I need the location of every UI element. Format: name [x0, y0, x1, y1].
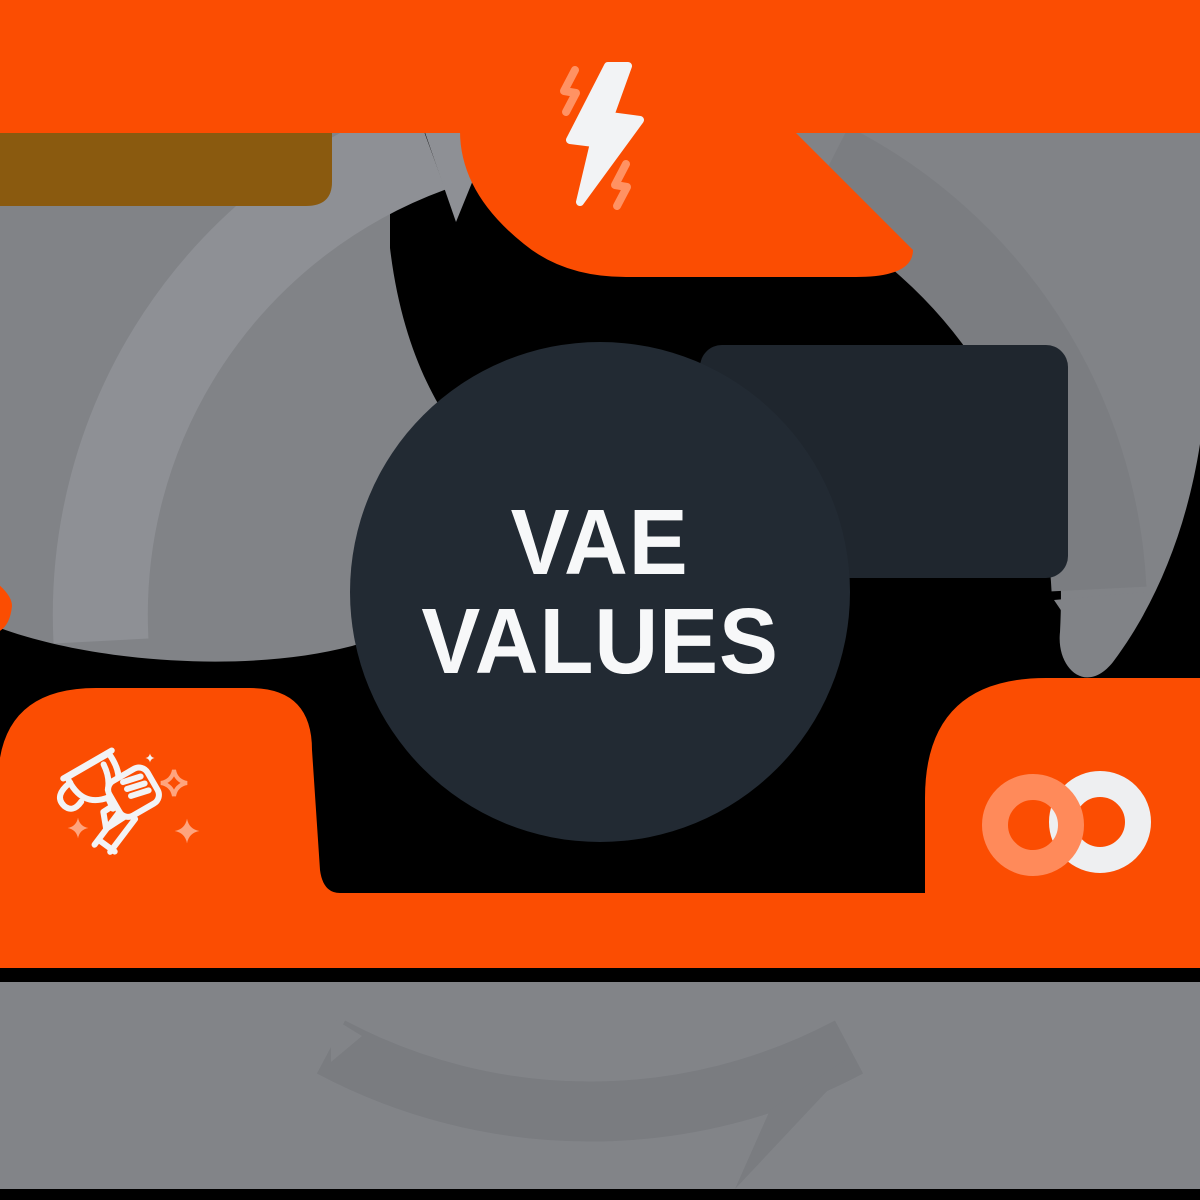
left-edge-orange-sliver [0, 585, 12, 631]
fist-finger-ridges [120, 773, 152, 799]
lightning-bolt-main [566, 62, 644, 206]
cycle-arrow-bottom-streak [735, 1060, 845, 1189]
sparkle-right-mid [174, 818, 200, 844]
amber-accent-strip [0, 130, 332, 206]
lightning-spark-top-left [560, 66, 580, 116]
top-node-blob [460, 131, 913, 277]
center-title-line2: VALUES [421, 589, 779, 693]
cycle-arrow-bottom [316, 1020, 864, 1142]
sparkle-dot [145, 753, 155, 763]
bottom-left-node-blob-and-banner [0, 688, 1200, 968]
infinity-icon [982, 771, 1151, 876]
trophy-handle [56, 779, 85, 812]
cycle-arrow-right [805, 126, 1147, 592]
center-circle: VAE VALUES [350, 342, 850, 842]
infinity-loop-left [982, 774, 1084, 876]
sparkle-left [67, 817, 89, 839]
cycle-arrow-bottom-tail-notch [331, 1017, 362, 1062]
lightning-bolt-icon [560, 62, 644, 210]
sparkle-right-top [160, 769, 188, 797]
lightning-spark-bottom-right [611, 160, 631, 210]
cycle-arrow-right-tip [1054, 592, 1144, 668]
center-title-line1: VAE [511, 490, 689, 595]
orange-node-layer [0, 0, 1200, 968]
bottom-gray-band-group [0, 982, 1200, 1189]
trophy-in-hand-icon [56, 747, 200, 855]
trophy-rim [60, 747, 115, 782]
cycle-arrow-left [52, 100, 446, 644]
arm-sleeve [91, 808, 139, 855]
gray-arrow-layer [0, 72, 1200, 678]
